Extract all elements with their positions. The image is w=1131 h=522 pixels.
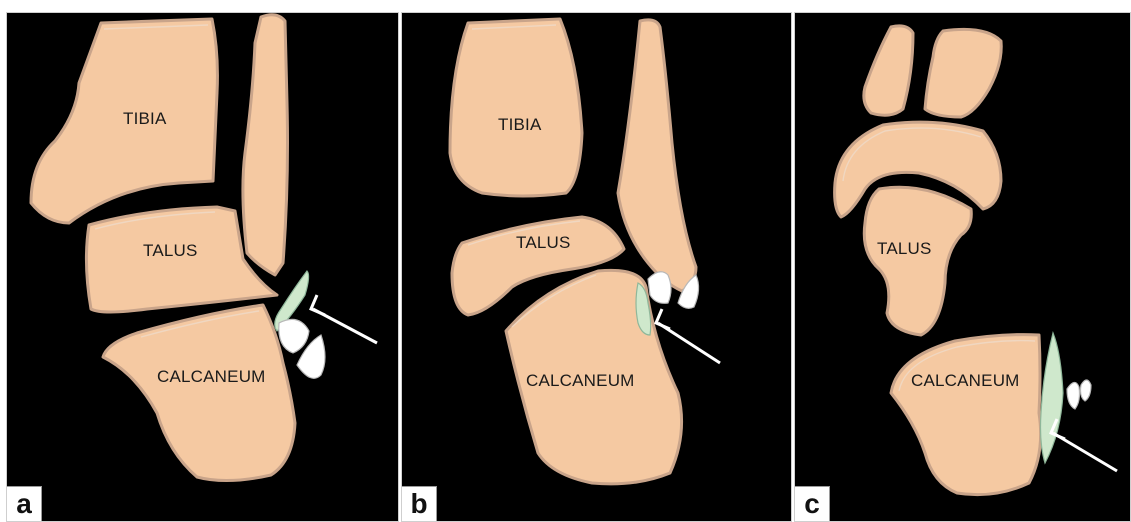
arrow-head: [311, 295, 325, 315]
panel-a: TIBIA TALUS CALCANEUM a: [6, 12, 399, 522]
ossicle-lower: [1081, 380, 1092, 401]
fibula-bone: [618, 20, 696, 291]
cuneiform-bone: [925, 29, 1001, 117]
panel-letter-c: c: [795, 486, 830, 521]
calcaneum-label: CALCANEUM: [526, 371, 635, 391]
calcaneum-bone: [103, 305, 295, 481]
panel-c: TALUS CALCANEUM c: [794, 12, 1131, 522]
panel-letter-a: a: [7, 486, 42, 521]
ligament-shape: [1041, 333, 1064, 463]
tibia-bone: [450, 19, 582, 196]
panel-letter-b: b: [402, 486, 437, 521]
calcaneum-label: CALCANEUM: [911, 371, 1020, 391]
ossicle-upper: [648, 272, 671, 304]
ossicle-upper: [1067, 382, 1080, 409]
panel-b-drawing: [402, 13, 792, 522]
calcaneum-bone: [891, 335, 1041, 495]
tibia-label: TIBIA: [498, 115, 542, 135]
tibia-label: TIBIA: [123, 109, 167, 129]
talus-label: TALUS: [143, 241, 198, 261]
panel-a-drawing: [7, 13, 399, 522]
arrow-head: [656, 309, 670, 329]
talus-bone: [864, 187, 971, 335]
cuneiform-bone: [864, 26, 913, 115]
panel-c-drawing: [795, 13, 1131, 522]
calcaneum-label: CALCANEUM: [157, 367, 266, 387]
talus-label: TALUS: [516, 233, 571, 253]
panel-b: TIBIA TALUS CALCANEUM b: [401, 12, 792, 522]
ossicle-upper: [279, 319, 309, 353]
fibula-bone: [243, 15, 288, 275]
talus-label: TALUS: [877, 239, 932, 259]
